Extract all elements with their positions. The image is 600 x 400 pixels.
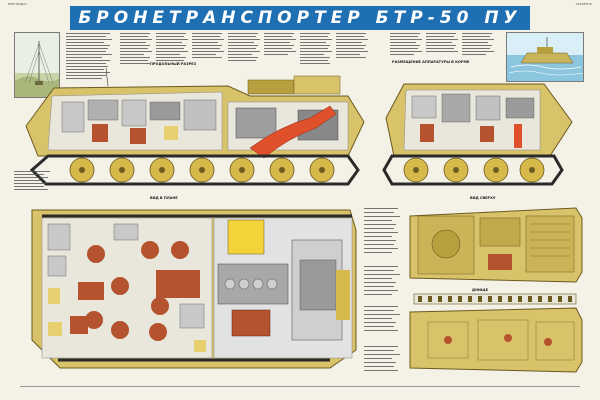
caption-bottom-exterior: ДНИЩЕ	[472, 288, 489, 292]
caption-top-exterior: ВИД СВЕРХУ	[470, 196, 496, 200]
bottom-exterior-svg	[409, 293, 583, 373]
caption-cross-section: РАЗМЕЩЕНИЕ АППАРАТУРЫ В КОРМЕ	[392, 60, 470, 64]
top-view-drawing	[30, 200, 360, 374]
caption-side-section: ПРОДОЛЬНЫЙ РАЗРЕЗ	[150, 62, 197, 66]
print-mark-left: ВОЕНИЗДАТ	[8, 2, 27, 6]
poster-title: БРОНЕТРАНСПОРТЕР БТР-50 ПУ	[78, 8, 522, 28]
bottom-exterior-drawing	[408, 292, 584, 374]
rear-cutaway-drawing	[380, 66, 580, 190]
legend-lines-4	[14, 171, 50, 190]
legend-lines-3	[390, 33, 494, 55]
side-cutaway-svg	[25, 67, 365, 186]
legend-block-1	[66, 32, 116, 84]
legend-block-2	[120, 32, 380, 76]
top-exterior-drawing	[408, 202, 584, 286]
legend-block-left-bottom	[14, 170, 54, 200]
legend-block-3	[390, 32, 502, 76]
amphibious-picture	[507, 33, 583, 81]
top-exterior-svg	[409, 207, 583, 283]
print-mark-right: СЕКРЕТНО	[575, 2, 592, 6]
rear-cutaway-svg	[382, 83, 573, 186]
side-cutaway-drawing	[18, 66, 370, 192]
amphibious-illustration	[506, 32, 584, 82]
legend-block-lower	[364, 206, 404, 382]
title-banner: БРОНЕТРАНСПОРТЕР БТР-50 ПУ	[70, 6, 530, 30]
legend-lines-2	[120, 33, 368, 64]
top-view-svg	[31, 209, 357, 369]
legend-lines-5	[364, 208, 400, 371]
footer-rule	[20, 386, 580, 387]
caption-top-view: ВИД В ПЛАНЕ	[150, 196, 178, 200]
legend-lines-1	[66, 33, 112, 79]
